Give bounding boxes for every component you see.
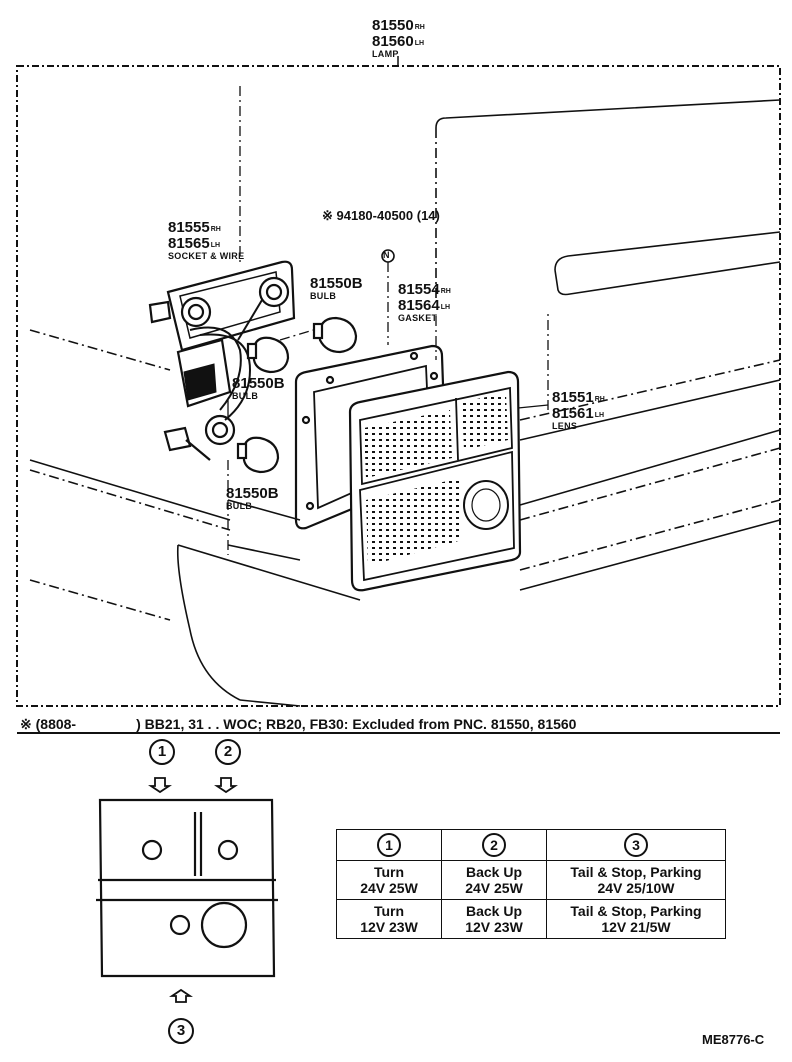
socket-wire-label: 81555RH 81565LH SOCKET & WIRE <box>168 219 245 261</box>
footnote-mark: ※ <box>20 716 32 732</box>
bulb-top <box>312 316 358 354</box>
screw-marker-circle <box>381 249 395 263</box>
screw-marker: N <box>383 250 390 260</box>
bulb-top-label: 81550B BULB <box>310 275 363 301</box>
footnote: ※ (8808- ) BB21, 31 . . WOC; RB20, FB30: … <box>20 717 576 731</box>
bulb-mid-label: 81550B BULB <box>232 375 285 401</box>
footnote-text: ) BB21, 31 . . WOC; RB20, FB30: Excluded… <box>136 716 577 732</box>
table-header-2: 2 <box>482 833 506 857</box>
arrow-down-1 <box>148 777 172 794</box>
table-header-row: 1 2 3 <box>336 829 726 861</box>
arrow-up-3 <box>169 988 193 1003</box>
vehicle-body-outline <box>29 99 781 707</box>
face-view-arrows <box>148 777 238 1003</box>
bulb-mid <box>246 336 290 374</box>
table-header-3: 3 <box>624 833 648 857</box>
bulb-bottom-label: 81550B BULB <box>226 485 279 511</box>
callout-3: 3 <box>168 1018 194 1044</box>
callout-2: 2 <box>215 739 241 765</box>
arrow-down-2 <box>214 777 238 794</box>
screw-label: ※ 94180-40500 (14) <box>322 208 440 223</box>
lamp-face-view <box>96 798 278 978</box>
callout-1: 1 <box>149 739 175 765</box>
lens <box>348 370 522 592</box>
lens-label: 81551RH 81561LH LENS <box>552 389 605 431</box>
gasket-label: 81554RH 81564LH GASKET <box>398 281 451 323</box>
socket-and-wire-assembly <box>148 260 296 461</box>
bulb-bottom <box>236 436 280 474</box>
footnote-date: (8808- <box>35 716 77 732</box>
drawing-code: ME8776-C <box>702 1032 765 1047</box>
table-header-1: 1 <box>377 833 401 857</box>
lamp-label: 81550RH 81560LH LAMP <box>372 17 425 59</box>
